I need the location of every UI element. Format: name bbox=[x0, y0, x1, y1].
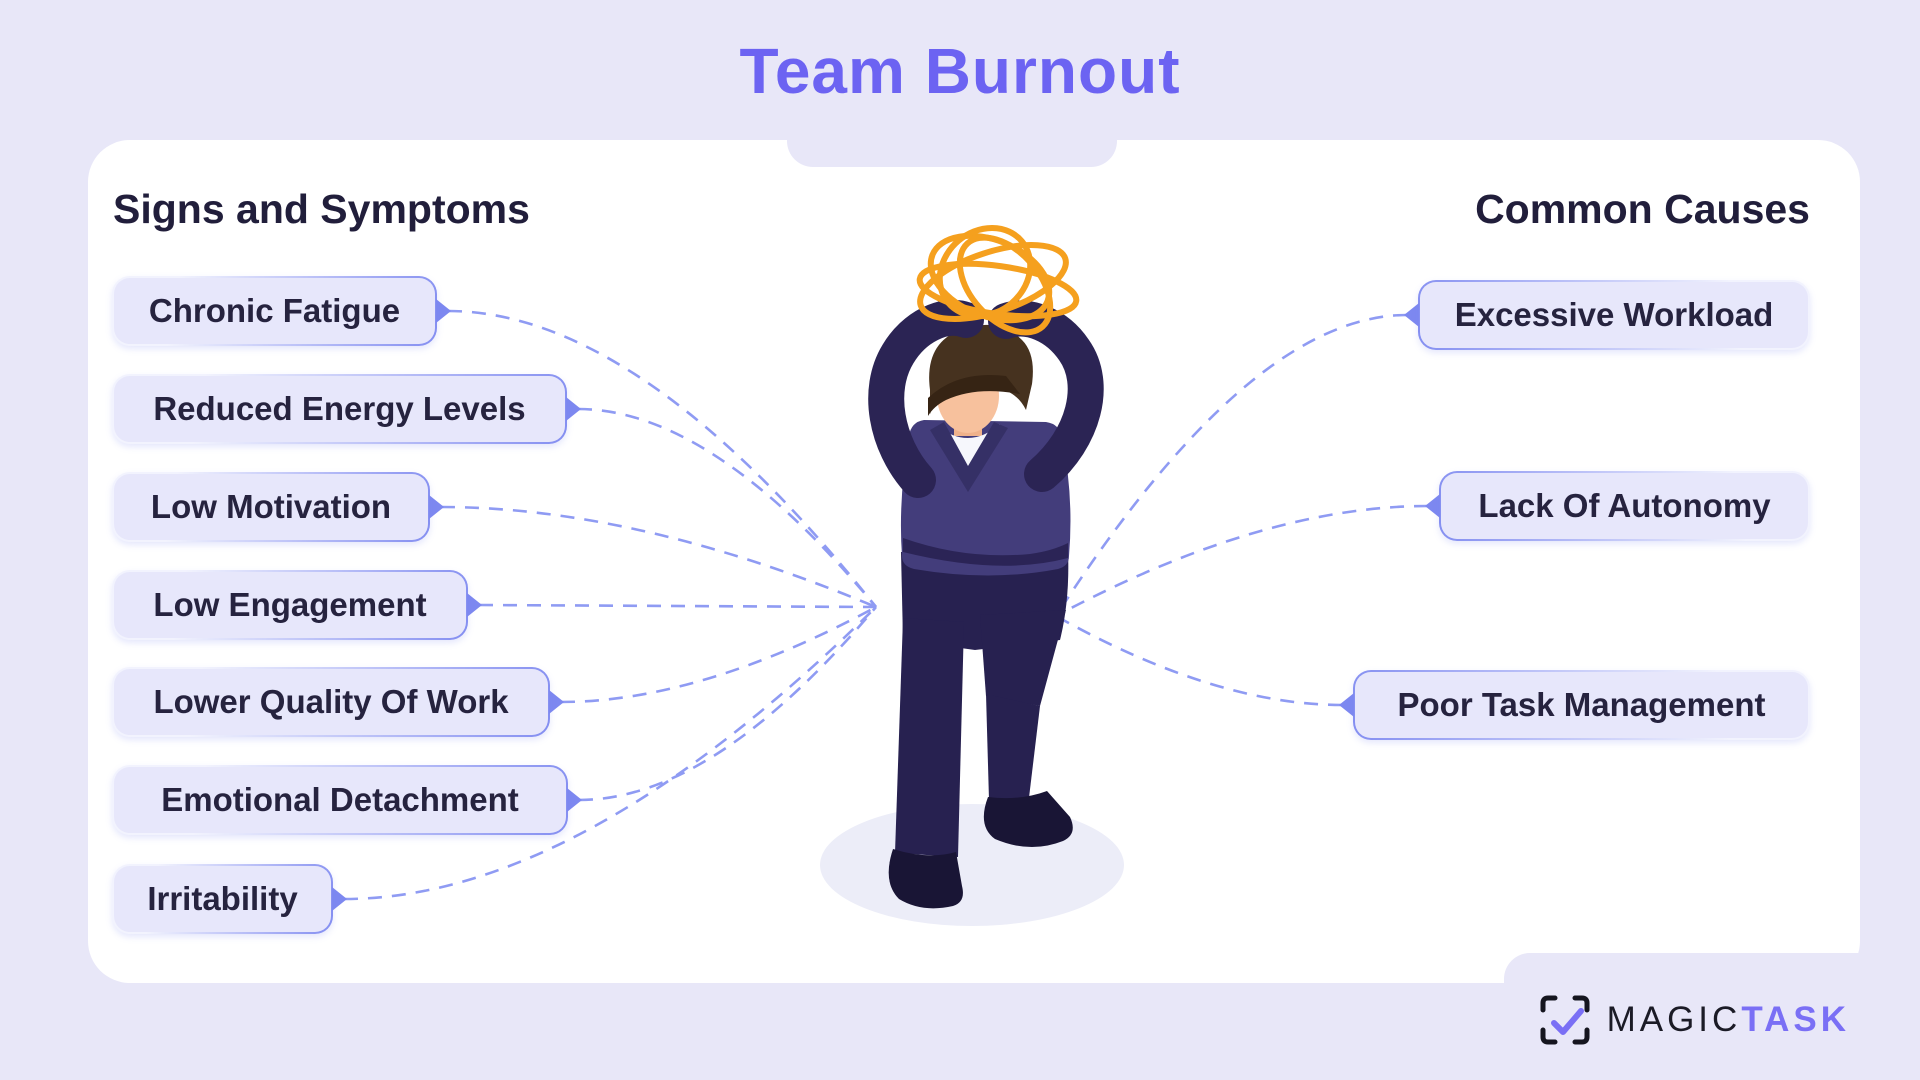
symptom-box-emotional-detachment: Emotional Detachment bbox=[112, 765, 568, 835]
cause-label: Excessive Workload bbox=[1454, 296, 1774, 333]
page-title: Team Burnout bbox=[739, 35, 1181, 107]
symptom-label: Chronic Fatigue bbox=[148, 292, 401, 329]
symptom-label: Reduced Energy Levels bbox=[153, 390, 526, 427]
symptom-box-irritability: Irritability bbox=[112, 864, 333, 934]
magictask-logo: MAGICTASK bbox=[1539, 992, 1850, 1048]
cause-box-lack-of-autonomy: Lack Of Autonomy bbox=[1439, 471, 1810, 541]
brand-prefix: MAGIC bbox=[1606, 1000, 1742, 1039]
cause-label: Lack Of Autonomy bbox=[1478, 487, 1771, 524]
causes-heading: Common Causes bbox=[1475, 186, 1810, 232]
content-card bbox=[88, 140, 1860, 983]
brand-suffix: TASK bbox=[1741, 1000, 1850, 1039]
symptom-box-low-engagement: Low Engagement bbox=[112, 570, 468, 640]
card-bottom-notch bbox=[1504, 953, 1860, 984]
cause-box-poor-task-management: Poor Task Management bbox=[1353, 670, 1810, 740]
brand-wordmark: MAGICTASK bbox=[1607, 1000, 1850, 1040]
symptom-box-lower-quality-of-work: Lower Quality Of Work bbox=[112, 667, 550, 737]
symptom-label: Low Engagement bbox=[153, 586, 427, 623]
symptom-label: Low Motivation bbox=[150, 488, 392, 525]
card-top-notch bbox=[787, 140, 1117, 167]
symptom-label: Irritability bbox=[147, 880, 298, 917]
cause-box-excessive-workload: Excessive Workload bbox=[1418, 280, 1810, 350]
symptom-label: Emotional Detachment bbox=[161, 781, 519, 818]
checkbox-check-icon bbox=[1540, 995, 1590, 1045]
symptom-label: Lower Quality Of Work bbox=[153, 683, 509, 720]
symptom-box-chronic-fatigue: Chronic Fatigue bbox=[112, 276, 437, 346]
symptom-box-reduced-energy-levels: Reduced Energy Levels bbox=[112, 374, 567, 444]
cause-label: Poor Task Management bbox=[1397, 686, 1766, 723]
symptoms-heading: Signs and Symptoms bbox=[113, 186, 530, 232]
symptom-box-low-motivation: Low Motivation bbox=[112, 472, 430, 542]
